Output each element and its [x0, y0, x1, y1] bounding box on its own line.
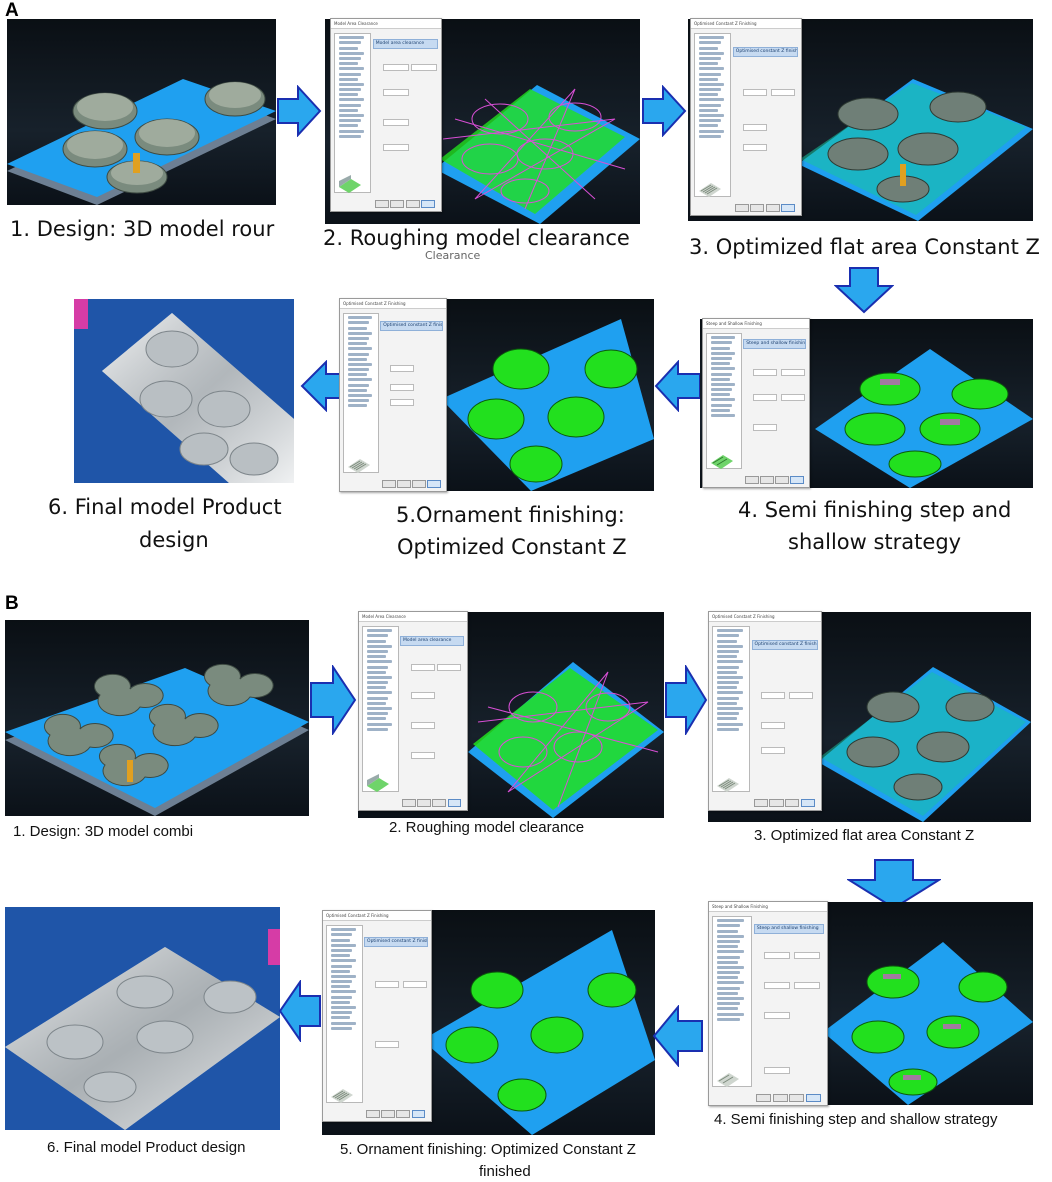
- dialog-tree[interactable]: [343, 313, 379, 473]
- panel-b-step5-dialog[interactable]: Optimised Constant Z Finishing Optimised…: [322, 910, 432, 1122]
- panel-b-step1-caption: 1. Design: 3D model combi: [13, 823, 194, 840]
- strategy-thumbnail-icon: [699, 183, 721, 197]
- dialog-header: Steep and shallow finishing: [753, 924, 824, 934]
- arrow-right-icon: [642, 85, 687, 137]
- arrow-right-icon: [277, 85, 322, 137]
- dialog-title: Steep and Shallow Finishing: [703, 319, 809, 329]
- arrow-right-icon: [310, 665, 357, 735]
- panel-b-step2-caption: 2. Roughing model clearance: [389, 819, 585, 836]
- panel-a-step5-dialog[interactable]: Optimised Constant Z Finishing Optimised…: [339, 298, 447, 492]
- panel-a-step4-caption-line1: 4. Semi finishing step and: [738, 498, 1012, 522]
- panel-a-step6-scene: [74, 299, 294, 483]
- arrow-down-icon: [834, 267, 894, 314]
- dialog-title: Model Area Clearance: [331, 19, 441, 29]
- panel-b-step6-scene: [5, 907, 280, 1130]
- dialog-header: Optimised constant Z finishing: [751, 640, 818, 650]
- panel-a-step2-dialog[interactable]: Model Area Clearance Model area clearanc…: [330, 18, 442, 212]
- panel-b-step1-scene: [5, 620, 309, 816]
- strategy-thumbnail-icon: [348, 459, 370, 473]
- dialog-tree[interactable]: [712, 626, 750, 792]
- panel-b-step5-caption-line1: 5. Ornament finishing: Optimized Constan…: [340, 1141, 636, 1158]
- strategy-thumbnail-icon: [717, 1073, 739, 1087]
- dialog-header: Optimised constant Z finishing: [364, 937, 428, 947]
- dialog-header: Optimised constant Z finishing: [380, 321, 443, 331]
- panel-a-step1-caption: 1. Design: 3D model rour: [10, 217, 275, 241]
- panel-a-label: A: [5, 0, 19, 21]
- arrow-left-icon: [278, 980, 321, 1042]
- arrow-right-icon: [665, 665, 708, 735]
- panel-a-step4-dialog[interactable]: Steep and Shallow Finishing Steep and sh…: [702, 318, 810, 488]
- dialog-title: Steep and Shallow Finishing: [709, 902, 827, 912]
- dialog-tree[interactable]: [362, 626, 399, 792]
- panel-a-step6-caption-line1: 6. Final model Product: [48, 495, 282, 519]
- arrow-left-icon: [652, 1005, 703, 1067]
- strategy-thumbnail-icon: [711, 455, 733, 469]
- panel-a-step2-ghost-caption: Clearance: [425, 249, 481, 262]
- arrow-down-icon: [847, 859, 941, 910]
- panel-b-step3-dialog[interactable]: Optimised Constant Z Finishing Optimised…: [708, 611, 822, 811]
- strategy-thumbnail-icon: [717, 778, 739, 792]
- arrow-left-icon: [654, 360, 701, 412]
- strategy-thumbnail-icon: [331, 1089, 353, 1103]
- panel-b-step3-caption: 3. Optimized flat area Constant Z: [754, 827, 975, 844]
- dialog-header: Optimised constant Z finishing: [732, 47, 798, 57]
- dialog-title: Optimised Constant Z Finishing: [709, 612, 821, 622]
- strategy-thumbnail-icon: [367, 774, 389, 792]
- dialog-title: Optimised Constant Z Finishing: [691, 19, 801, 29]
- dialog-tree[interactable]: [326, 925, 363, 1103]
- panel-a-step1-scene: [7, 19, 276, 205]
- panel-a-step2-caption: 2. Roughing model clearance: [323, 226, 630, 250]
- dialog-title: Optimised Constant Z Finishing: [323, 911, 431, 921]
- dialog-tree[interactable]: [334, 33, 372, 193]
- panel-a-step5-caption-line2: Optimized Constant Z: [397, 535, 627, 559]
- panel-b-step4-dialog[interactable]: Steep and Shallow Finishing Steep and sh…: [708, 901, 828, 1106]
- panel-a-step3-caption: 3. Optimized flat area Constant Z: [689, 235, 1040, 259]
- panel-a-step5-caption-line1: 5.Ornament finishing:: [396, 503, 625, 527]
- panel-a-step3-dialog[interactable]: Optimised Constant Z Finishing Optimised…: [690, 18, 802, 216]
- panel-b-step2-dialog[interactable]: Model Area Clearance Model area clearanc…: [358, 611, 468, 811]
- panel-a-step6-caption-line2: design: [139, 528, 209, 552]
- dialog-header: Steep and shallow finishing: [743, 339, 806, 349]
- dialog-header: Model area clearance: [372, 39, 438, 49]
- dialog-title: Model Area Clearance: [359, 612, 467, 622]
- dialog-tree[interactable]: [712, 916, 752, 1087]
- panel-b-step5-caption-line2: finished: [479, 1163, 531, 1180]
- panel-a-step4-caption-line2: shallow strategy: [788, 530, 962, 554]
- panel-b-step4-caption: 4. Semi finishing step and shallow strat…: [714, 1111, 998, 1128]
- dialog-title: Optimised Constant Z Finishing: [340, 299, 446, 309]
- dialog-tree[interactable]: [706, 333, 742, 469]
- dialog-tree[interactable]: [694, 33, 732, 197]
- strategy-thumbnail-icon: [339, 175, 361, 193]
- panel-b-label: B: [5, 593, 19, 614]
- panel-b-step6-caption: 6. Final model Product design: [47, 1139, 246, 1156]
- dialog-header: Model area clearance: [400, 636, 464, 646]
